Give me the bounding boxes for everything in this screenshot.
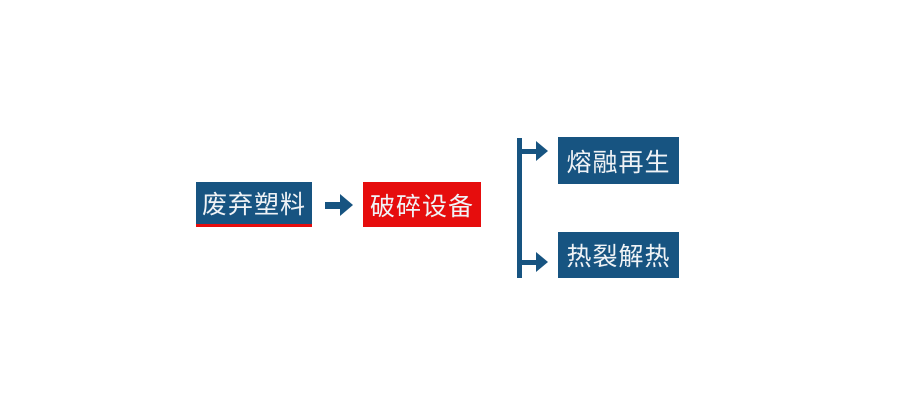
node-crushing-equipment: 破碎设备: [363, 182, 481, 227]
node-pyrolysis-heat-label: 热裂解热: [566, 243, 671, 271]
arrow-branch-bottom-stem: [522, 260, 537, 265]
arrow-branch-top-stem: [522, 149, 537, 154]
arrow-branch-top-head: [536, 141, 548, 161]
arrow-source-to-process-stem: [325, 202, 342, 209]
node-waste-plastic-label: 废弃塑料: [201, 191, 306, 219]
arrow-source-to-process-head: [340, 194, 353, 216]
node-waste-plastic: 废弃塑料: [196, 182, 312, 227]
node-melt-regeneration-label: 熔融再生: [566, 148, 671, 177]
branch-vertical-line: [517, 138, 522, 278]
node-crushing-equipment-label: 破碎设备: [369, 192, 474, 221]
arrow-branch-bottom-head: [536, 252, 548, 272]
node-melt-regeneration: 熔融再生: [558, 137, 679, 184]
node-pyrolysis-heat: 热裂解热: [558, 232, 679, 278]
